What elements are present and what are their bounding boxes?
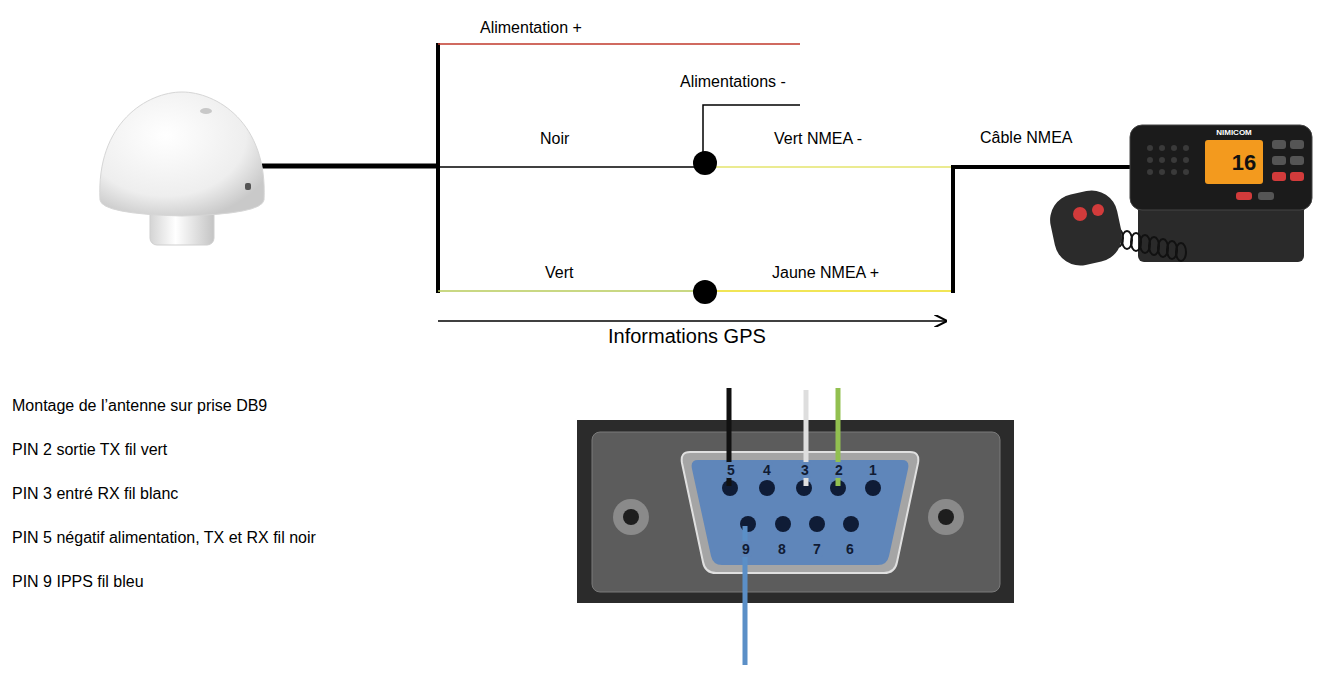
connector-insulator	[692, 460, 909, 565]
mic-button	[1073, 207, 1087, 221]
radio-button	[1258, 192, 1274, 200]
pin-number: 9	[740, 541, 752, 557]
pin-note: PIN 9 IPPS fil bleu	[12, 573, 144, 591]
brand-label: NIMICOM	[1216, 128, 1252, 137]
screw-hole	[623, 509, 639, 525]
radio-button	[1290, 140, 1304, 149]
pin-number: 1	[867, 462, 879, 478]
wiring	[438, 43, 1135, 321]
radio-button	[1272, 172, 1286, 181]
wire-label: Alimentations -	[680, 73, 786, 91]
channel-display: 16	[1232, 150, 1256, 175]
radio-button	[1236, 192, 1252, 200]
coiled-cord	[1113, 229, 1186, 261]
pin-number: 5	[725, 462, 737, 478]
data-flow-arrow	[438, 320, 946, 322]
microphone	[1045, 186, 1126, 271]
pin-number: 3	[799, 462, 811, 478]
radio-display	[1205, 140, 1263, 184]
db9-connector	[577, 388, 1014, 665]
wire-label: Vert NMEA -	[774, 130, 862, 148]
cable-label: Câble NMEA	[980, 129, 1072, 147]
pin-number: 2	[833, 462, 845, 478]
vhf-radio	[1045, 125, 1312, 270]
radio-button	[1272, 140, 1286, 149]
pin-number: 8	[776, 541, 788, 557]
green-wire	[438, 290, 705, 292]
connector-plate	[592, 432, 1000, 592]
pin-number: 7	[811, 541, 823, 557]
radio-button	[1272, 156, 1286, 165]
power-plus-wire	[438, 43, 800, 45]
pin-number: 4	[761, 462, 773, 478]
gps-antenna	[100, 92, 438, 245]
pin-note: PIN 2 sortie TX fil vert	[12, 441, 167, 459]
nmea-plus-wire	[705, 290, 953, 292]
wire-label: Jaune NMEA +	[772, 264, 879, 282]
speaker-grill	[1147, 145, 1189, 175]
screw	[613, 499, 649, 535]
splice-dot	[693, 151, 717, 175]
screw	[928, 499, 964, 535]
antenna-dome	[100, 92, 264, 216]
radio-button	[1290, 172, 1304, 181]
radio-body	[1130, 125, 1312, 210]
pin-note: PIN 5 négatif alimentation, TX et RX fil…	[12, 529, 316, 547]
splice-dot	[693, 280, 717, 304]
photo-background	[577, 420, 1014, 603]
pin-number: 6	[844, 541, 856, 557]
radio-button	[1290, 156, 1304, 165]
wire-label: Vert	[545, 264, 573, 282]
pin-note: PIN 3 entré RX fil blanc	[12, 485, 178, 503]
note-text: Montage de l’antenne sur prise DB9	[12, 397, 267, 415]
mic-button	[1092, 204, 1104, 216]
flow-label: Informations GPS	[608, 325, 766, 348]
junction-bar	[436, 43, 440, 293]
wire-label: Noir	[540, 130, 569, 148]
antenna-hole	[245, 183, 251, 190]
screw-hole	[938, 509, 954, 525]
wire-label: Alimentation +	[480, 19, 582, 37]
black-wire	[438, 166, 705, 168]
pin-holes	[722, 480, 881, 532]
nmea-minus-wire	[705, 166, 955, 168]
antenna-cable	[262, 164, 438, 169]
antenna-vent	[200, 108, 212, 114]
connector-shell	[682, 452, 919, 573]
nmea-cable	[953, 167, 1135, 293]
